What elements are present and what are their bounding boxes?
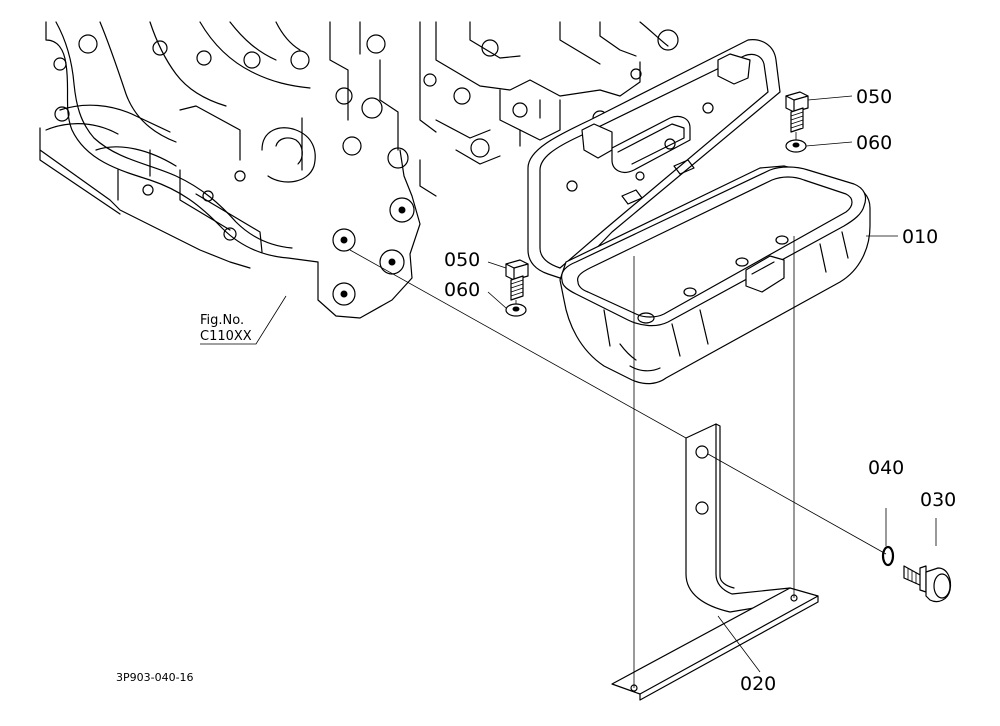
drawing-code: 3P903-040-16: [116, 671, 194, 684]
washer-lower-drawing: [505, 303, 527, 317]
callout-060-upper: 060: [856, 132, 892, 154]
washer-upper-drawing: [785, 139, 807, 153]
assembly-lines: [349, 132, 887, 688]
callout-050-lower: 050: [444, 249, 480, 271]
callout-040: 040: [868, 457, 904, 479]
callout-010: 010: [902, 226, 938, 248]
tool-box-drawing: [527, 39, 871, 385]
figure-reference-line2: C110XX: [200, 329, 252, 344]
flange-bolt-drawing: [903, 565, 952, 603]
bolt-upper-drawing: [785, 91, 809, 133]
spring-washer-drawing: [881, 545, 895, 567]
callout-060-lower: 060: [444, 279, 480, 301]
callout-030: 030: [920, 489, 956, 511]
figure-reference-line1: Fig.No.: [200, 313, 244, 328]
callout-020: 020: [740, 673, 776, 695]
callout-050-upper: 050: [856, 86, 892, 108]
bolt-lower-drawing: [505, 259, 529, 301]
transmission-housing-drawing: [39, 21, 679, 319]
tool-box-bracket-drawing: [611, 423, 819, 701]
leader-lines: [200, 95, 937, 673]
